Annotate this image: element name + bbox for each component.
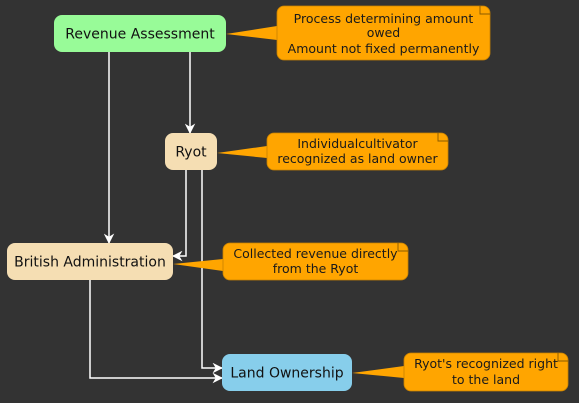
note-ryot-pointer [217, 146, 267, 158]
note-revenue-box [276, 5, 491, 61]
note-british-fold-corner [397, 243, 408, 252]
note-land-pointer [352, 366, 404, 378]
note-revenue-line: owed [367, 25, 401, 40]
node-land-box[interactable] [222, 354, 352, 391]
note-ryot-fold-corner [437, 133, 448, 142]
note-british-line: from the Ryot [273, 261, 359, 276]
node-revenue[interactable]: Revenue Assessment [54, 15, 226, 52]
note-land-fold-corner [557, 353, 568, 362]
note-british-pointer [173, 259, 223, 271]
node-british-label: British Administration [14, 255, 166, 271]
node-revenue-label: Revenue Assessment [65, 27, 215, 43]
edge-ryot-to-british [171, 170, 187, 262]
node-land-label: Land Ownership [230, 366, 343, 382]
note-land-line: to the land [452, 372, 520, 387]
node-revenue-box[interactable] [54, 15, 226, 52]
node-ryot-box[interactable] [165, 133, 217, 170]
edges-layer [89, 52, 224, 384]
note-british-box [222, 242, 409, 281]
node-british[interactable]: British Administration [7, 243, 173, 280]
node-british-box[interactable] [7, 243, 173, 280]
note-revenue-pointer [226, 26, 277, 40]
edge-british-to-land [89, 280, 224, 384]
note-land-box [403, 352, 569, 392]
note-ryot-line: recognized as land owner [277, 151, 438, 166]
note-revenue-line: Process determining amount [294, 11, 474, 26]
note-ryot-box [266, 132, 449, 171]
node-ryot[interactable]: Ryot [165, 133, 217, 170]
node-land[interactable]: Land Ownership [222, 354, 352, 391]
note-ryot-line: Individualcultivator [297, 136, 418, 151]
edge-ryot-to-land [201, 170, 224, 374]
note-land-line: Ryot's recognized right [414, 356, 558, 371]
note-revenue-fold-corner [479, 6, 490, 15]
note-british-line: Collected revenue directly [233, 246, 398, 261]
node-ryot-label: Ryot [175, 145, 207, 161]
note-revenue-line: Amount not fixed permanently [288, 41, 480, 56]
